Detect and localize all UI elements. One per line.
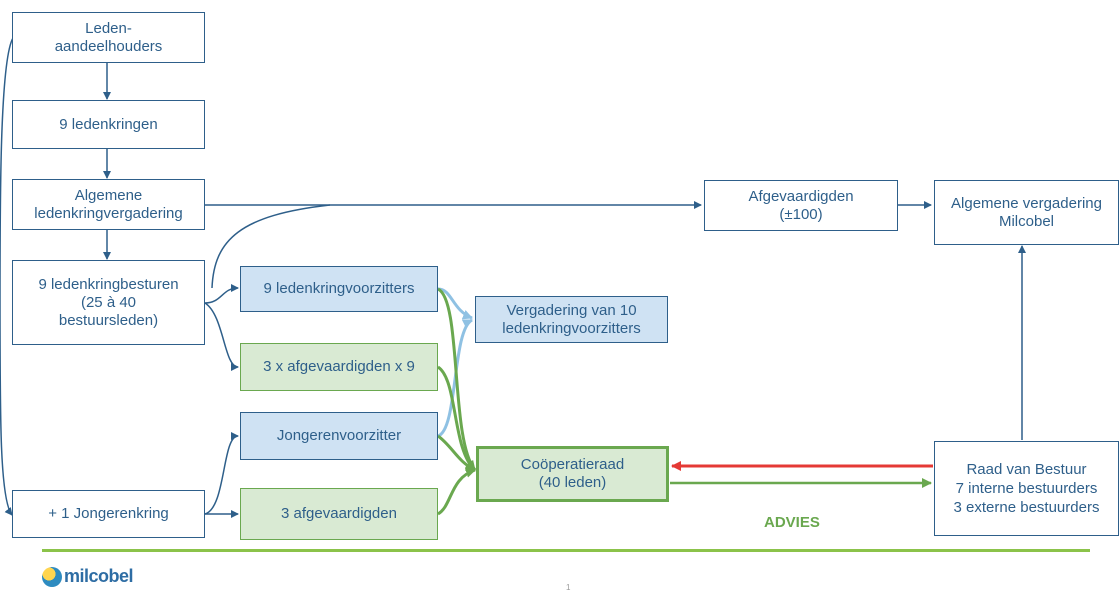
box-ledenkringbesturen: 9 ledenkringbesturen (25 à 40 bestuursle… (12, 260, 205, 345)
arrow-afgevaardigden9-to-cooperatieraad (437, 365, 477, 472)
advies-label: ADVIES (764, 514, 820, 531)
arrow-besturen-to-afgevaardigden9 (204, 302, 239, 371)
box-leden-aandeelhouders: Leden- aandeelhouders (12, 12, 205, 63)
page-number: 1 (566, 583, 571, 592)
arrow-jongerenvoorzitter-to-vergadering (437, 318, 473, 438)
box-jongerenvoorzitter: Jongerenvoorzitter (240, 412, 438, 460)
arrow-besturen-to-voorzitters (204, 284, 239, 304)
milcobel-logo-icon (42, 566, 62, 587)
box-afgevaardigden-100: Afgevaardigden (±100) (704, 180, 898, 231)
curve-voorzitters-to-line (211, 204, 331, 289)
milcobel-logo: milcobel (42, 566, 134, 587)
box-raad-van-bestuur: Raad van Bestuur 7 interne bestuurders 3… (934, 441, 1119, 536)
box-algemene-vergadering-milcobel: Algemene vergadering Milcobel (934, 180, 1119, 245)
milcobel-logo-text: milcobel (64, 566, 134, 586)
arrow-3afgevaardigden-to-cooperatieraad (437, 467, 476, 516)
arrow-leden-to-jongerenkring (0, 37, 14, 516)
footer-divider (42, 549, 1090, 552)
arrow-jongerenkring-to-jongerenvoorzitter (204, 432, 239, 515)
box-vergadering-10: Vergadering van 10 ledenkringvoorzitters (475, 296, 668, 343)
box-ledenkringen: 9 ledenkringen (12, 100, 205, 149)
box-3-afgevaardigden: 3 afgevaardigden (240, 488, 438, 540)
box-algemene-ledenkringvergadering: Algemene ledenkringvergadering (12, 179, 205, 230)
box-cooperatieraad: Coöperatieraad (40 leden) (476, 446, 669, 502)
box-ledenkringvoorzitters: 9 ledenkringvoorzitters (240, 266, 438, 312)
arrow-jongerenvoorzitter-to-cooperatieraad (437, 434, 476, 472)
box-jongerenkring: + 1 Jongerenkring (12, 490, 205, 538)
box-afgevaardigden-x9: 3 x afgevaardigden x 9 (240, 343, 438, 391)
arrow-voorzitters-to-cooperatieraad (437, 287, 477, 471)
